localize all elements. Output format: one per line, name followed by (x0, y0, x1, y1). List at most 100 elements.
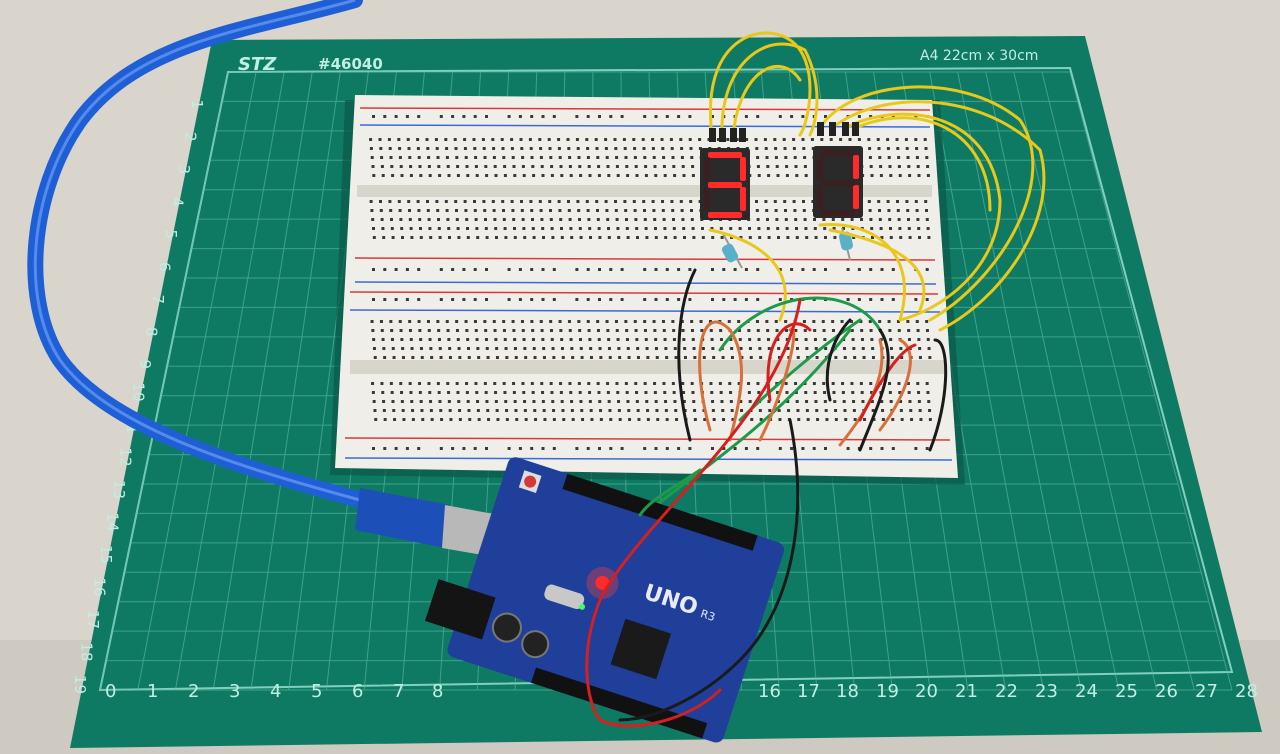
mat-y-label: 15 (97, 545, 115, 564)
red-wire (858, 343, 917, 422)
segment-g (708, 182, 742, 188)
segment-d (821, 210, 855, 216)
status-led (579, 603, 586, 610)
mat-y-label: 4 (169, 197, 187, 207)
segment-f (704, 157, 710, 181)
black-wire (858, 328, 890, 452)
mat-x-label: 19 (876, 681, 899, 702)
power-led-glow (586, 566, 619, 599)
wire-tip (709, 128, 716, 142)
rail-red-mid (354, 257, 936, 261)
reset-button-cap (524, 475, 537, 488)
wire-tip (719, 128, 726, 142)
mat-y-label: 12 (117, 447, 135, 466)
segment-b (740, 157, 746, 181)
mat-x-label: 27 (1195, 681, 1218, 702)
breadboard (330, 95, 965, 485)
mat-y-label: 3 (175, 164, 193, 174)
mat-x-label: 17 (797, 681, 820, 702)
mat-y-label: 14 (104, 512, 122, 531)
yellow-wire (720, 42, 819, 137)
jumper-wires (648, 31, 1046, 512)
mat-x-label: 8 (432, 681, 443, 702)
mat-x-label: 1 (147, 681, 158, 702)
mat-x-label: 3 (229, 681, 240, 702)
wire-tip (852, 122, 859, 136)
rail-blue-low (349, 309, 941, 313)
mat-y-label: 18 (78, 642, 96, 661)
mat-y-label: 19 (71, 675, 89, 694)
yellow-wire (731, 64, 802, 137)
breadboard-channel-top (357, 185, 932, 197)
rail-blue-mid (354, 281, 937, 285)
orange-wire (698, 320, 743, 442)
mat-x-label: 25 (1115, 681, 1138, 702)
microcontroller-chip (610, 618, 672, 680)
mat-model: #46040 (318, 55, 383, 73)
mat-x-label: 6 (352, 681, 363, 702)
mat-y-label: 16 (91, 577, 109, 596)
yellow-wire (708, 31, 812, 137)
arduino-board: UNO R3 (424, 457, 785, 743)
segment-e (704, 187, 710, 211)
segment-e (817, 185, 823, 209)
display-segments (704, 152, 748, 218)
segment-c (853, 185, 859, 209)
black-wire (677, 268, 697, 442)
orange-wire (878, 338, 912, 432)
green-wire-long (638, 468, 702, 517)
usb-cable (27, 0, 515, 560)
mat-y-label: 1 (188, 99, 206, 109)
mat-x-label: 26 (1155, 681, 1178, 702)
mat-y-label: 13 (110, 480, 128, 499)
wire-tip (829, 122, 836, 136)
mat-y-label: 10 (130, 382, 148, 401)
mat-x-label: 5 (311, 681, 322, 702)
green-wire (718, 296, 882, 352)
mat-x-label: 16 (758, 681, 781, 702)
green-wire (648, 328, 852, 512)
capacitor-2 (521, 630, 550, 659)
yellow-wire (843, 112, 1002, 322)
wire-tip (817, 122, 824, 136)
usb-cable-highlight (33, 0, 361, 502)
mat-x-label: 18 (836, 681, 859, 702)
mat-x-label: 24 (1075, 681, 1098, 702)
wire-tip (730, 128, 737, 142)
dc-jack (424, 579, 496, 640)
rail-blue-bottom (344, 457, 953, 461)
yellow-wire (853, 116, 992, 212)
black-wire (928, 338, 948, 452)
segment-g (821, 180, 855, 186)
mat-y-label: 8 (143, 327, 161, 337)
mat-x-label: 22 (995, 681, 1018, 702)
yellow-wire (828, 228, 926, 312)
breadboard-channel-bottom (350, 360, 945, 374)
mat-x-label: 21 (955, 681, 978, 702)
mat-x-label: 0 (105, 681, 116, 702)
resistor-left (721, 231, 743, 269)
red-wire-long (585, 298, 802, 728)
rail-red-bottom (344, 437, 951, 441)
mat-x-label: 20 (915, 681, 938, 702)
seven-segment-display-left (700, 148, 750, 220)
mat-x-label: 28 (1235, 681, 1258, 702)
mat-x-label: 4 (270, 681, 281, 702)
wire-tip (739, 128, 746, 142)
black-wire (825, 318, 852, 402)
segment-b (853, 155, 859, 179)
mat-y-label: 9 (136, 359, 154, 369)
segment-c (740, 187, 746, 211)
usb-plug-boot (355, 488, 450, 548)
header-top (562, 473, 758, 551)
yellow-wire (818, 85, 1035, 322)
black-wire-long (618, 418, 800, 722)
wire-tip (842, 122, 849, 136)
segment-a (708, 152, 742, 158)
mat-y-label: 5 (162, 229, 180, 239)
mat-x-label: 23 (1035, 681, 1058, 702)
mat-size-label: A4 22cm x 30cm (920, 48, 1038, 64)
